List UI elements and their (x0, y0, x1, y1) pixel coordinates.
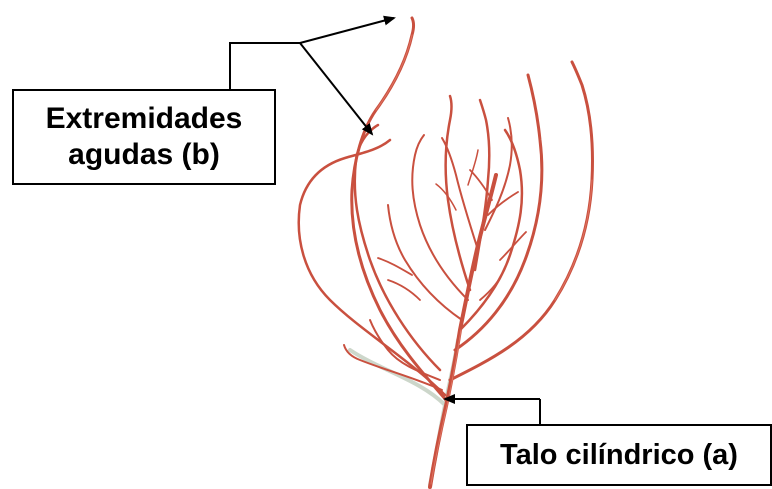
alga-branch-right-outer (450, 62, 593, 380)
tips-label-line1: Extremidades (46, 101, 243, 137)
alga-branch-right-inner (455, 75, 542, 350)
alga-branch-right-mid (460, 130, 522, 330)
alga-branch-center-1 (446, 96, 470, 290)
alga-highlights (376, 35, 592, 484)
tips-label-box: Extremidades agudas (b) (12, 89, 276, 185)
alga-branch-left-long (352, 18, 446, 400)
alga-branches (299, 18, 593, 487)
alga-branch-center-5 (412, 135, 468, 300)
tips-label-line2: agudas (b) (68, 137, 220, 173)
thallus-label-box: Talo cilíndrico (a) (466, 424, 772, 486)
thallus-pointer (445, 399, 540, 424)
thallus-label-text: Talo cilíndrico (a) (500, 438, 738, 472)
